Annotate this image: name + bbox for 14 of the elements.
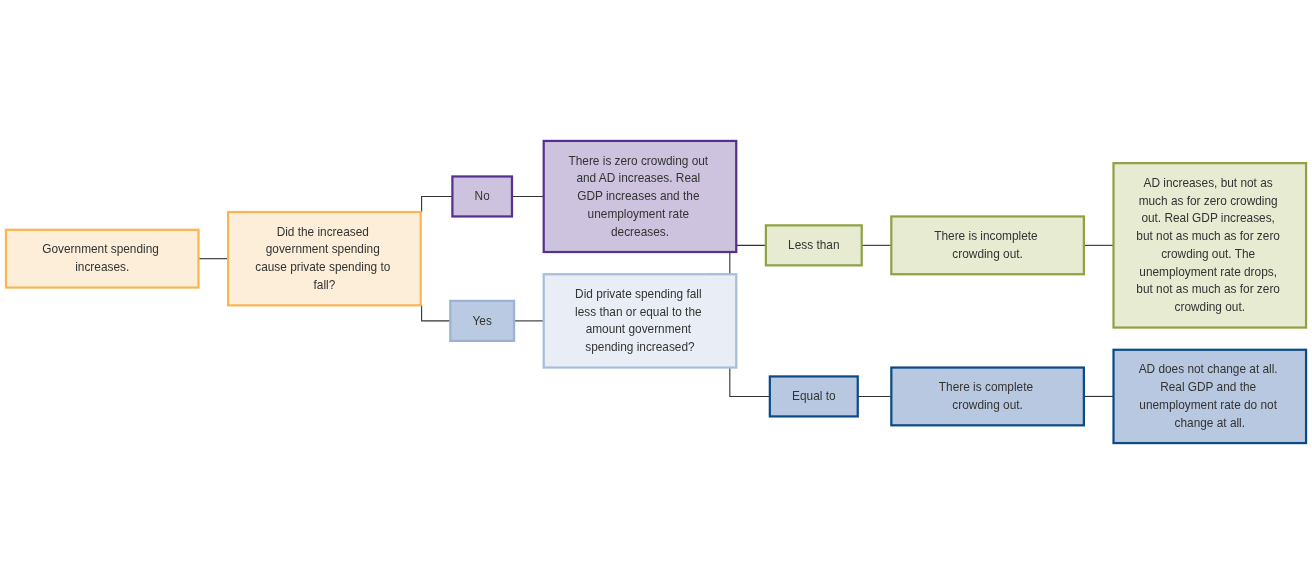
node-box: Did private spending fall less than or equal to the amount government spending increased? bbox=[542, 273, 738, 370]
node-box: Yes bbox=[449, 300, 516, 343]
node-box: Did the increased government spending cause private spending to fall? bbox=[227, 211, 422, 307]
node-box: Equal to bbox=[768, 375, 859, 419]
node-box: Less than bbox=[764, 224, 863, 267]
node-box: AD increases, but not as much as for zero crowding out. Real GDP increases, but not as much as for zero crowding out. The unemployment rate drops, but not as much as for zero crowding out. bbox=[1112, 162, 1308, 330]
connector bbox=[861, 245, 892, 247]
node-box: There is zero crowding out and AD increases. Real GDP increases and the unemployment rate decreases. bbox=[542, 140, 738, 254]
node-box: AD does not change at all. Real GDP and the unemployment rate do not change at all. bbox=[1112, 349, 1308, 445]
node-box: There is complete crowding out. bbox=[890, 366, 1085, 427]
node-box: No bbox=[451, 175, 514, 219]
node-box: Government spending increases. bbox=[4, 229, 200, 290]
connector bbox=[857, 396, 892, 398]
node-box: There is incomplete crowding out. bbox=[890, 215, 1085, 276]
